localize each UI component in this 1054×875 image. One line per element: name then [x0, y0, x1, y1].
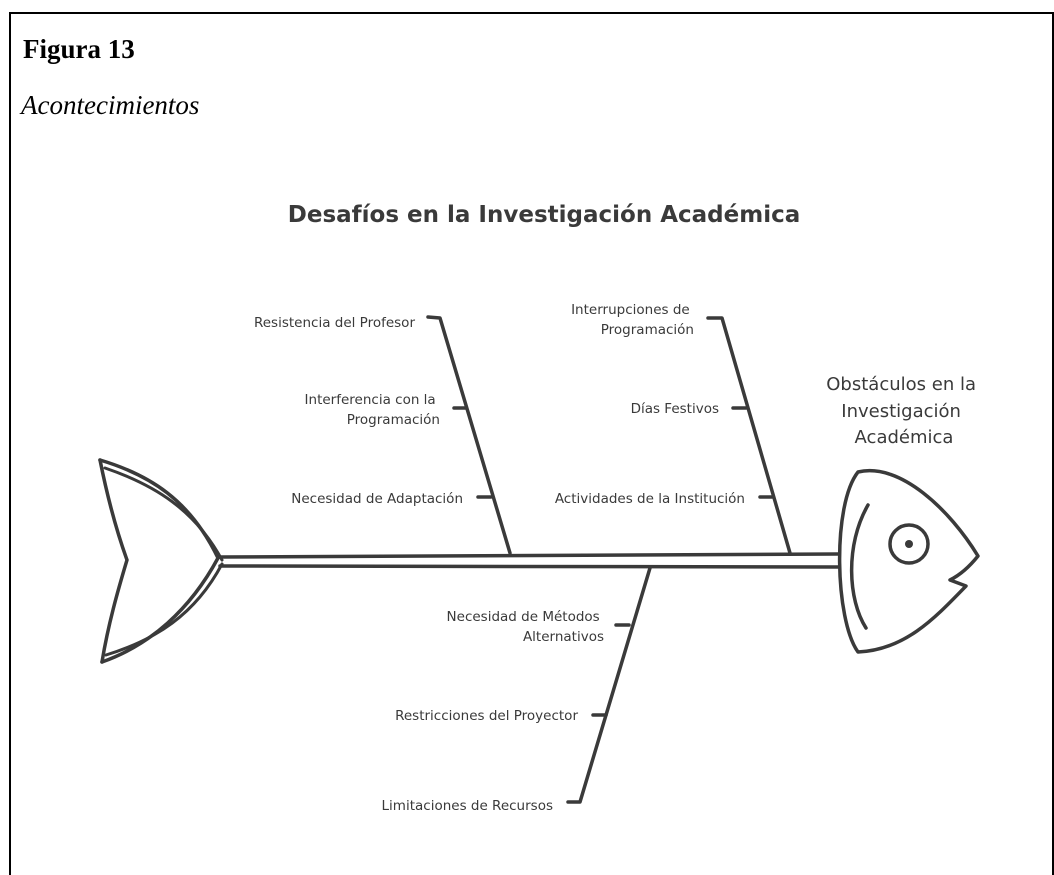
head-label: Obstáculos en la Investigación Académica [826, 374, 981, 448]
cause-label-line: Necesidad de Adaptación [291, 491, 463, 507]
cause-label-line: Resistencia del Profesor [254, 315, 415, 331]
cause-label-line: Necesidad de Métodos [447, 609, 600, 625]
cause-label-line: Interferencia con la [305, 392, 436, 408]
cause-label: Limitaciones de Recursos [382, 798, 553, 814]
cause-label: Resistencia del Profesor [254, 315, 415, 331]
figure-caption: Acontecimientos [21, 90, 200, 120]
head-label-line: Académica [855, 427, 954, 448]
cause-label: Necesidad de Métodos Alternativos [447, 609, 604, 645]
head-label-line: Obstáculos en la [826, 374, 976, 395]
cause-label: Actividades de la Institución [555, 491, 745, 507]
cause-label-line: Programación [601, 322, 694, 338]
cause-label: Interrupciones de Programación [571, 302, 694, 338]
cause-label-line: Interrupciones de [571, 302, 690, 318]
cause-label: Necesidad de Adaptación [291, 491, 463, 507]
cause-label-line: Programación [347, 412, 440, 428]
cause-label: Restricciones del Proyector [395, 708, 578, 724]
bone-bottom [566, 566, 652, 804]
cause-label-line: Limitaciones de Recursos [382, 798, 553, 814]
bone-top-left [426, 315, 512, 555]
fish-pupil [905, 540, 913, 548]
fish-spine [218, 552, 840, 569]
figure-number: Figura 13 [23, 34, 135, 64]
cause-label-line: Actividades de la Institución [555, 491, 745, 507]
fish-head [837, 468, 980, 654]
cause-label: Interferencia con la Programación [305, 392, 440, 428]
figure-frame [9, 12, 1054, 875]
cause-label-line: Restricciones del Proyector [395, 708, 578, 724]
fish-eye [888, 523, 930, 565]
cause-label-line: Días Festivos [631, 401, 719, 417]
head-label-line: Investigación [841, 401, 961, 422]
diagram-title: Desafíos en la Investigación Académica [288, 202, 800, 228]
fish-tail [98, 458, 224, 664]
cause-label-line: Alternativos [523, 629, 604, 645]
bone-top-right [706, 316, 792, 555]
cause-label: Días Festivos [631, 401, 719, 417]
